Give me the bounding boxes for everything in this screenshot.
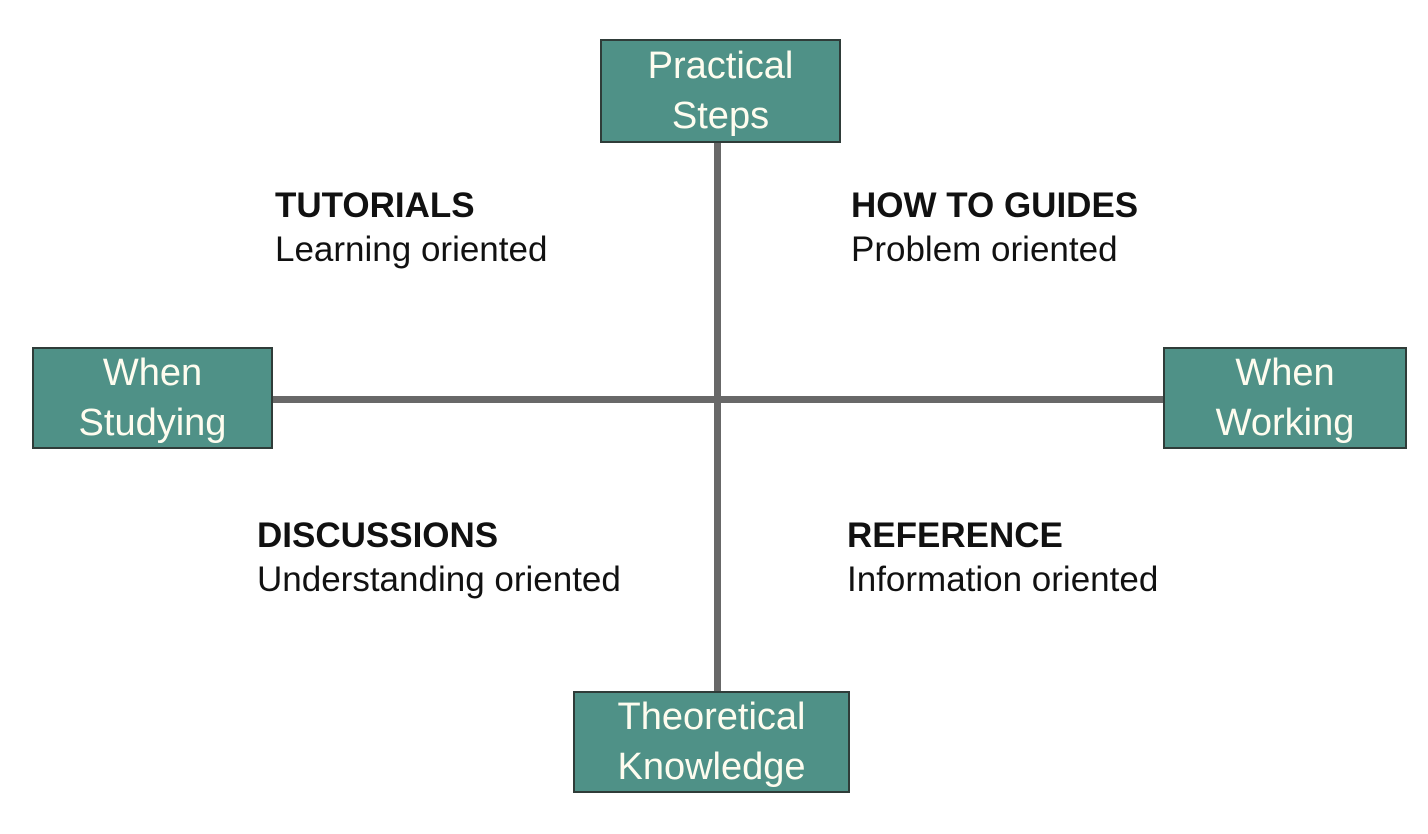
quadrant-tutorials: TUTORIALS Learning oriented <box>275 184 547 273</box>
axis-node-when-working: When Working <box>1163 347 1407 449</box>
vertical-axis-line <box>714 141 721 692</box>
quadrant-title: TUTORIALS <box>275 186 475 225</box>
quadrant-subtitle: Understanding oriented <box>257 560 621 600</box>
axis-node-theoretical-knowledge: Theoretical Knowledge <box>573 691 850 793</box>
quadrant-subtitle: Learning oriented <box>275 230 548 270</box>
quadrant-subtitle: Problem oriented <box>851 230 1118 270</box>
quadrant-subtitle: Information oriented <box>847 560 1159 600</box>
quadrant-title: DISCUSSIONS <box>257 516 499 555</box>
axis-node-practical-steps: Practical Steps <box>600 39 841 143</box>
quadrant-reference: REFERENCE Information oriented <box>847 514 1158 603</box>
quadrant-discussions: DISCUSSIONS Understanding oriented <box>257 514 621 603</box>
quadrant-how-to-guides: HOW TO GUIDES Problem oriented <box>851 184 1138 273</box>
quadrant-title: HOW TO GUIDES <box>851 186 1139 225</box>
axis-node-when-studying: When Studying <box>32 347 273 449</box>
quadrant-title: REFERENCE <box>847 516 1063 555</box>
horizontal-axis-line <box>272 396 1164 403</box>
